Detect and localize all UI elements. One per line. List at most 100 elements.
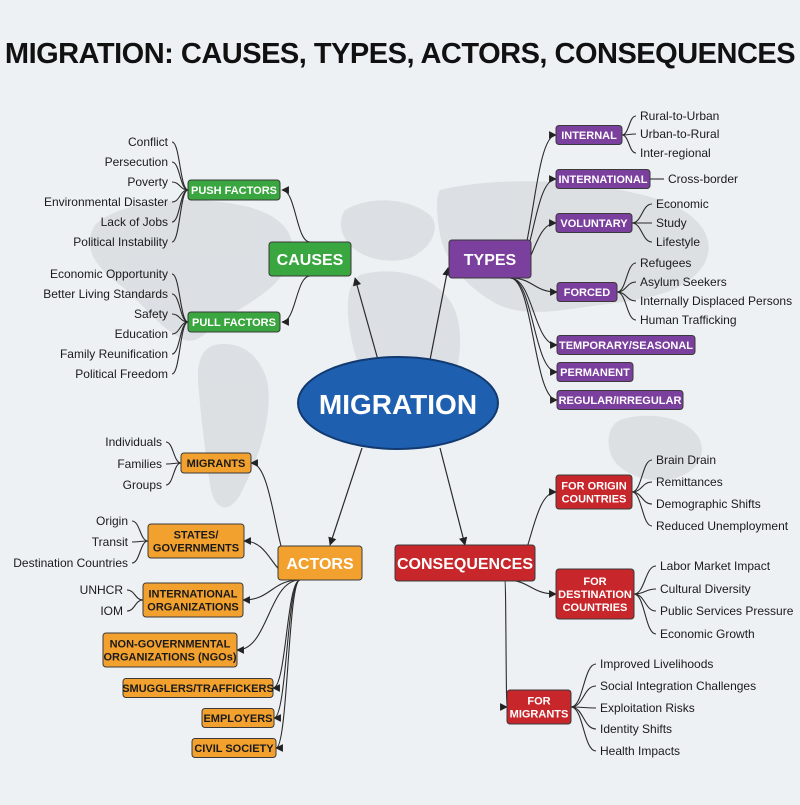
leaf-item: Human Trafficking <box>640 313 737 327</box>
ngos-node-label: NON-GOVERNMENTAL <box>110 638 231 650</box>
migrants-node: MIGRANTS <box>180 452 252 474</box>
leaf-connector <box>633 565 657 595</box>
temporary-node-label: TEMPORARY/SEASONAL <box>559 340 693 352</box>
leaf-connector <box>621 115 637 136</box>
leaf-connector <box>171 141 189 191</box>
employers-node: EMPLOYERS <box>201 708 275 728</box>
leaf-connector <box>633 588 657 595</box>
leaf-connector <box>171 293 189 323</box>
types-arrow <box>429 267 451 361</box>
leaf-connector <box>631 481 653 493</box>
ngos-node-label: ORGANIZATIONS (NGOs) <box>103 651 236 663</box>
leaf-connector <box>631 459 653 493</box>
leaf-connector <box>165 462 182 486</box>
push-factors-node-box <box>187 179 281 201</box>
actors-arrow <box>328 447 363 546</box>
forced-node-label: FORCED <box>564 287 611 299</box>
leaf-connector <box>616 262 637 293</box>
states-node-label: STATES/ <box>174 529 219 541</box>
leaf-item: Economic Growth <box>660 627 755 641</box>
leaf-item: Individuals <box>105 435 162 449</box>
intl_orgs-arrow <box>242 579 301 604</box>
leaf-connector <box>616 291 637 321</box>
leaf-connector <box>570 685 597 708</box>
leaf-item: Destination Countries <box>13 556 128 570</box>
leaf-connector <box>171 161 189 191</box>
voluntary-node: VOLUNTARY <box>555 213 633 233</box>
leaf-connector <box>131 540 149 564</box>
states-node-label: GOVERNMENTS <box>153 542 239 554</box>
types-node-box <box>448 239 532 279</box>
leaf-item: Lack of Jobs <box>101 215 168 229</box>
leaf-item: Better Living Standards <box>43 287 168 301</box>
consequences-node: CONSEQUENCES <box>394 544 536 582</box>
leaf-item: Cross-border <box>668 172 738 186</box>
states-node-box <box>147 523 245 559</box>
leaf-connector <box>570 663 597 708</box>
permanent-node: PERMANENT <box>556 362 634 382</box>
leaf-item: Reduced Unemployment <box>656 519 789 533</box>
causes-node: CAUSES <box>268 241 352 277</box>
cons-origin-node-box <box>555 474 633 510</box>
leaf-connector <box>633 593 657 635</box>
consequences-node-label: CONSEQUENCES <box>397 556 533 573</box>
push-factors-node: PUSH FACTORS <box>187 179 281 201</box>
states-node: STATES/GOVERNMENTS <box>147 523 245 559</box>
leaf-item: Origin <box>96 514 128 528</box>
regular-node-box <box>556 390 684 410</box>
leaf-item: Family Reunification <box>60 347 168 361</box>
leaf-connector <box>171 321 189 375</box>
actors-node-label: ACTORS <box>286 556 354 573</box>
leaf-connector <box>631 491 653 527</box>
regular-arrow <box>509 277 558 404</box>
leaf-connector <box>165 441 182 464</box>
cons-destination-node-label: COUNTRIES <box>563 602 628 614</box>
leaf-item: Lifestyle <box>656 235 700 249</box>
permanent-node-box <box>556 362 634 382</box>
migrants-node-label: MIGRANTS <box>187 458 246 470</box>
forced-node-box <box>556 282 618 302</box>
migrants-node-box <box>180 452 252 474</box>
voluntary-node-label: VOLUNTARY <box>560 218 628 230</box>
international-node-box <box>555 169 651 189</box>
smugglers-node-box <box>122 678 274 698</box>
intl_orgs-node-label: INTERNATIONAL <box>148 588 237 600</box>
leaf-connector <box>570 706 597 752</box>
cons-migrants-node-box <box>506 689 572 725</box>
smugglers-arrow <box>272 579 301 692</box>
pull-factors-node-label: PULL FACTORS <box>192 317 276 329</box>
leaf-item: Public Services Pressure <box>660 604 794 618</box>
pull-arrow <box>281 275 311 326</box>
leaf-item: Environmental Disaster <box>44 195 168 209</box>
consequences-node-box <box>394 544 536 582</box>
regular-node-label: REGULAR/IRREGULAR <box>559 395 682 407</box>
leaf-item: Remittances <box>656 475 723 489</box>
leaf-item: Groups <box>123 478 162 492</box>
push-factors-node-label: PUSH FACTORS <box>191 185 277 197</box>
leaf-connector <box>171 273 189 323</box>
cons-destination-node-label: DESTINATION <box>558 589 632 601</box>
cons-destination-node-box <box>555 568 635 620</box>
intl_orgs-node-box <box>142 582 244 618</box>
leaf-item: Transit <box>92 535 129 549</box>
leaf-item: Asylum Seekers <box>640 275 727 289</box>
civil-arrow <box>275 579 301 752</box>
intl_orgs-node-label: ORGANIZATIONS <box>147 601 238 613</box>
leaf-connector <box>621 134 637 154</box>
leaf-item: Urban-to-Rural <box>640 127 719 141</box>
leaf-item: Economic <box>656 197 709 211</box>
pull-factors-node-box <box>187 311 281 333</box>
center-ellipse <box>297 356 499 450</box>
leaf-item: Political Freedom <box>75 367 168 381</box>
leaf-item: Labor Market Impact <box>660 559 771 573</box>
leaf-item: Rural-to-Urban <box>640 109 719 123</box>
international-node: INTERNATIONAL <box>555 169 651 189</box>
leaf-connector <box>126 589 144 601</box>
causes-arrow <box>352 277 379 361</box>
center-label: MIGRATION <box>319 389 477 420</box>
leaf-item: Demographic Shifts <box>656 497 761 511</box>
